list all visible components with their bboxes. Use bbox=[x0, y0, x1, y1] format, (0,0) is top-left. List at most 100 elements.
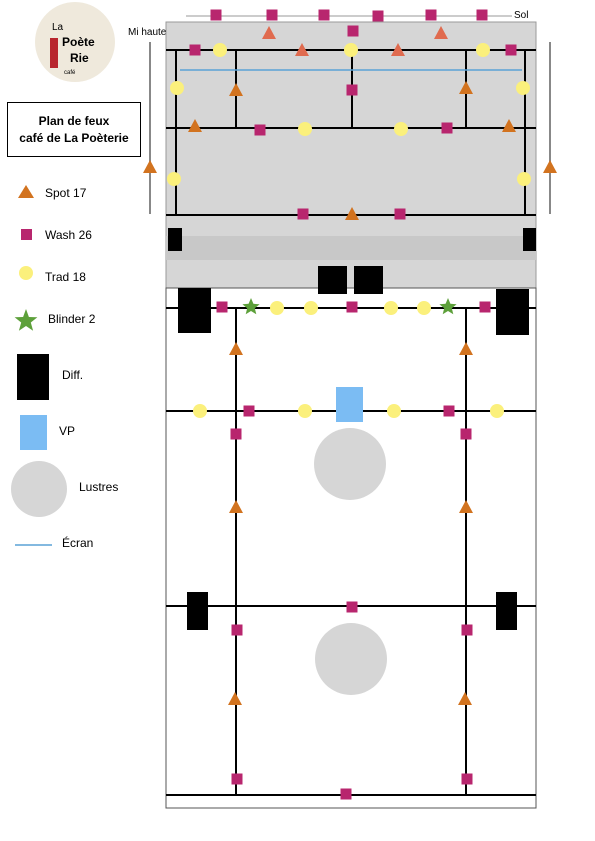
diff-stage-right bbox=[523, 228, 536, 251]
wash-fixture bbox=[231, 624, 243, 636]
wash-fixtures bbox=[189, 9, 517, 800]
wash-fixture bbox=[425, 9, 437, 21]
blinder-fixture bbox=[439, 298, 457, 315]
wash-fixture bbox=[189, 44, 201, 56]
trad-fixture bbox=[490, 404, 504, 418]
wash-fixture bbox=[476, 9, 488, 21]
logo-text-poete: Poète bbox=[62, 35, 95, 49]
wash-fixture bbox=[460, 428, 472, 440]
diff-center-left bbox=[318, 266, 347, 294]
stage-front-band bbox=[166, 236, 536, 260]
spot-fixture bbox=[434, 26, 448, 39]
spot-fixture bbox=[262, 26, 276, 39]
diff-front-right bbox=[496, 289, 529, 335]
diff-mid-left bbox=[187, 592, 208, 630]
room-truss bbox=[166, 307, 536, 796]
spot-fixture bbox=[228, 692, 242, 705]
lustre-1 bbox=[314, 428, 386, 500]
legend: Spot 17 Wash 26 Trad 18 Blinder 2 Diff. … bbox=[11, 185, 118, 550]
legend-vp-label: VP bbox=[59, 424, 75, 438]
trad-fixture bbox=[213, 43, 227, 57]
spot-fixtures bbox=[143, 26, 557, 705]
wash-fixture bbox=[216, 301, 228, 313]
trad-fixture bbox=[298, 404, 312, 418]
legend-lustre-label: Lustres bbox=[79, 480, 118, 494]
wash-fixture bbox=[372, 10, 384, 22]
wash-fixture bbox=[230, 428, 242, 440]
wash-fixture bbox=[441, 122, 453, 134]
trad-fixture bbox=[167, 172, 181, 186]
trad-fixture bbox=[304, 301, 318, 315]
legend-blinder-icon bbox=[14, 309, 38, 331]
mi-hauteur-label: Mi hauteur bbox=[128, 27, 176, 38]
spot-fixture bbox=[229, 342, 243, 355]
diff-center-right bbox=[354, 266, 383, 294]
trad-fixture bbox=[270, 301, 284, 315]
wash-fixture bbox=[297, 208, 309, 220]
legend-lustre-icon bbox=[11, 461, 67, 517]
legend-wash-label: Wash 26 bbox=[45, 228, 92, 242]
spot-fixture bbox=[229, 83, 243, 96]
legend-ecran-label: Écran bbox=[62, 535, 93, 550]
wash-fixture bbox=[479, 301, 491, 313]
wash-fixture bbox=[505, 44, 517, 56]
wash-fixture bbox=[394, 208, 406, 220]
title-line-1: Plan de feux bbox=[38, 113, 110, 128]
trad-fixture bbox=[298, 122, 312, 136]
spot-fixture bbox=[459, 342, 473, 355]
wash-fixture bbox=[443, 405, 455, 417]
trad-fixture bbox=[193, 404, 207, 418]
legend-diff-icon bbox=[17, 354, 49, 400]
diffusers bbox=[168, 228, 536, 630]
trad-fixture bbox=[417, 301, 431, 315]
logo: La Poète Rie café bbox=[35, 2, 115, 82]
wash-fixture bbox=[266, 9, 278, 21]
spot-fixture bbox=[459, 500, 473, 513]
trad-fixture bbox=[387, 404, 401, 418]
trad-fixture bbox=[517, 172, 531, 186]
spot-fixture bbox=[502, 119, 516, 132]
diff-stage-left bbox=[168, 228, 182, 251]
diff-mid-right bbox=[496, 592, 517, 630]
title-box: Plan de feux café de La Poèterie bbox=[7, 102, 141, 157]
legend-vp-icon bbox=[20, 415, 47, 450]
wash-fixture bbox=[318, 9, 330, 21]
trad-fixture bbox=[170, 81, 184, 95]
spot-fixture bbox=[229, 500, 243, 513]
wash-fixture bbox=[243, 405, 255, 417]
wash-fixture bbox=[346, 301, 358, 313]
wash-fixture bbox=[346, 84, 358, 96]
legend-spot-label: Spot 17 bbox=[45, 186, 87, 200]
spot-fixture bbox=[295, 43, 309, 56]
wash-fixture bbox=[231, 773, 243, 785]
legend-spot-icon bbox=[18, 185, 34, 198]
spot-fixture bbox=[188, 119, 202, 132]
trad-fixture bbox=[394, 122, 408, 136]
wash-fixture bbox=[340, 788, 352, 800]
logo-text-cafe: café bbox=[64, 70, 76, 76]
logo-text-rie: Rie bbox=[70, 51, 89, 65]
spot-fixture bbox=[345, 207, 359, 220]
trad-fixture bbox=[476, 43, 490, 57]
wash-fixture bbox=[254, 124, 266, 136]
legend-trad-label: Trad 18 bbox=[45, 270, 86, 284]
trad-fixtures bbox=[167, 43, 531, 418]
spot-fixture bbox=[458, 692, 472, 705]
lustre-2 bbox=[315, 623, 387, 695]
spot-fixture bbox=[459, 81, 473, 94]
wash-fixture bbox=[461, 773, 473, 785]
trad-fixture bbox=[516, 81, 530, 95]
trad-fixture bbox=[384, 301, 398, 315]
blinder-fixture bbox=[242, 298, 260, 315]
legend-wash-icon bbox=[21, 229, 32, 240]
wash-fixture bbox=[347, 25, 359, 37]
wash-fixture bbox=[346, 601, 358, 613]
wash-fixture bbox=[210, 9, 222, 21]
legend-trad-icon bbox=[19, 266, 33, 280]
room-outline bbox=[165, 287, 537, 809]
spot-fixture bbox=[543, 160, 557, 173]
vp-projector bbox=[336, 387, 363, 422]
spot-fixture bbox=[143, 160, 157, 173]
spot-fixture bbox=[391, 43, 405, 56]
